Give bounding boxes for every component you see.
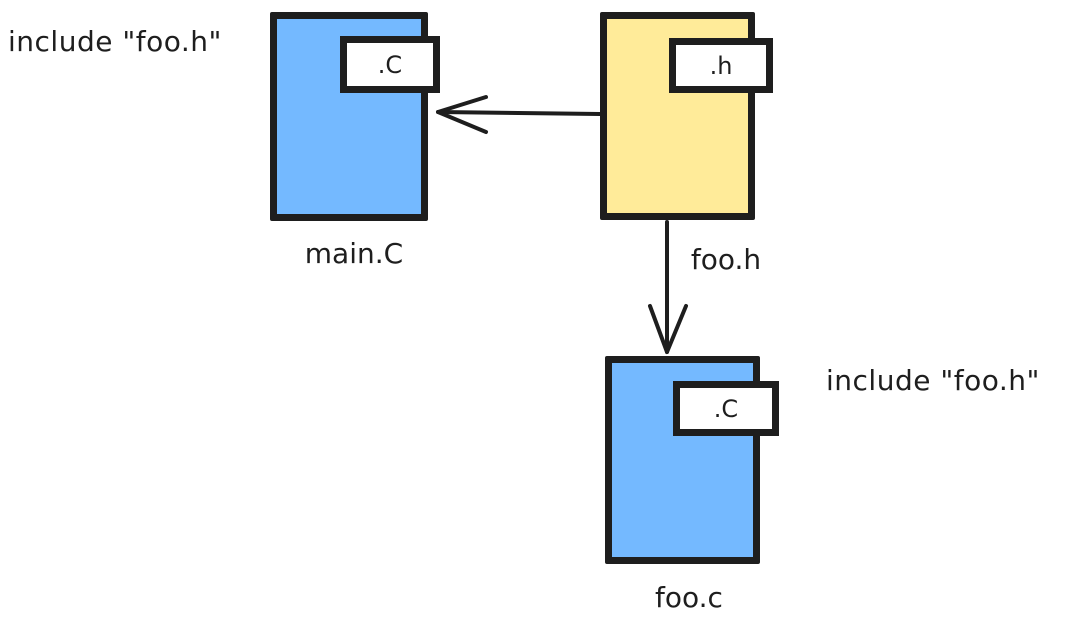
foo-c-file-tag: .C: [673, 381, 779, 436]
main-c-file-tag-text: .C: [377, 50, 403, 79]
foo-include-note: include "foo.h": [826, 364, 1040, 397]
foo-h-file-tag-text: .h: [709, 51, 733, 80]
foo-h-file-tag: .h: [669, 38, 773, 93]
foo-h-file-label: foo.h: [690, 243, 762, 276]
arrow-foo-h-to-main-c-head: [436, 95, 488, 134]
foo-c-file-tag-text: .C: [713, 394, 739, 423]
main-c-file-label: main.C: [304, 237, 404, 270]
foo-c-file-label: foo.c: [655, 581, 723, 614]
arrow-foo-h-to-main-c: [436, 110, 602, 116]
main-include-note: include "foo.h": [8, 25, 222, 58]
arrow-foo-h-to-foo-c-head: [648, 304, 688, 354]
main-c-file-tag: .C: [340, 36, 440, 93]
